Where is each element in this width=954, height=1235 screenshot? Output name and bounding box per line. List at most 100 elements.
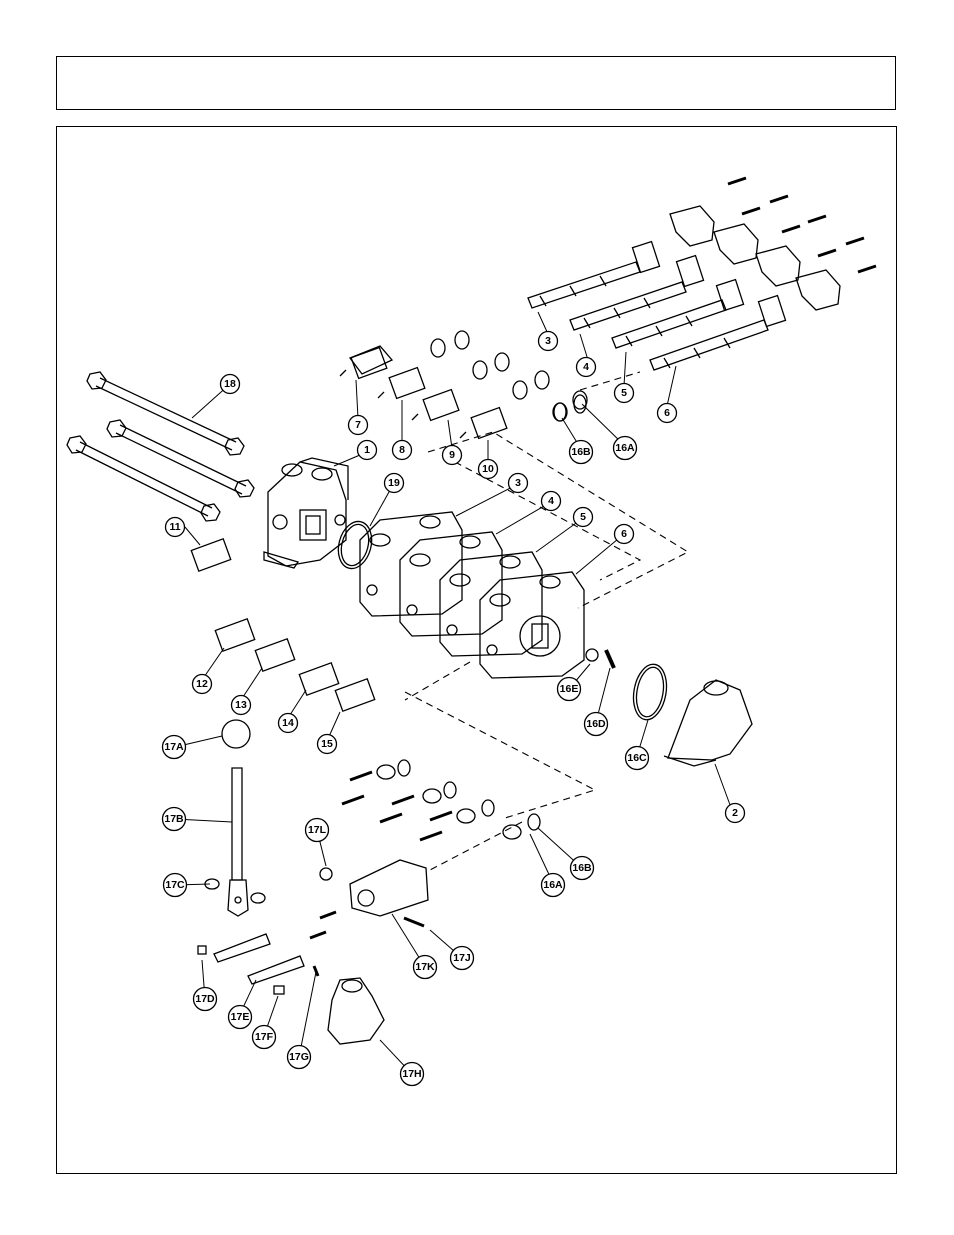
svg-text:4: 4 xyxy=(548,495,554,507)
callout-17J: 17J xyxy=(449,945,475,971)
callout-5b: 5 xyxy=(572,506,594,528)
callout-4: 4 xyxy=(575,356,597,378)
spool xyxy=(649,294,787,371)
svg-text:3: 3 xyxy=(545,335,551,347)
spools xyxy=(527,240,787,371)
callout-7: 7 xyxy=(347,414,369,436)
valve-section xyxy=(439,551,543,657)
valve-section xyxy=(479,571,585,679)
svg-text:17G: 17G xyxy=(289,1051,309,1063)
svg-text:17D: 17D xyxy=(195,993,215,1005)
inlet-body xyxy=(263,457,349,569)
svg-text:14: 14 xyxy=(282,717,294,729)
cartridge-valve xyxy=(339,345,394,380)
tie-rods xyxy=(66,371,255,522)
tie-rod xyxy=(66,435,221,522)
svg-text:17H: 17H xyxy=(402,1068,421,1080)
svg-text:16C: 16C xyxy=(627,752,647,764)
callout-17B: 17B xyxy=(161,806,187,832)
spool xyxy=(569,254,705,331)
callout-6: 6 xyxy=(656,402,678,424)
callout-17G: 17G xyxy=(286,1044,312,1070)
svg-text:9: 9 xyxy=(449,449,455,461)
o-ring xyxy=(632,663,668,721)
svg-text:3: 3 xyxy=(515,477,521,489)
callout-19: 19 xyxy=(383,472,405,494)
svg-text:16B: 16B xyxy=(572,862,592,874)
callout-5: 5 xyxy=(613,382,635,404)
diagram-frame xyxy=(56,126,897,1174)
cap-bolts xyxy=(727,176,877,274)
callout-18: 18 xyxy=(219,373,241,395)
seal-ring xyxy=(553,402,567,422)
callout-17E: 17E xyxy=(227,1004,253,1030)
callout-17F: 17F xyxy=(251,1024,277,1050)
svg-text:6: 6 xyxy=(664,407,670,419)
callout-17A: 17A xyxy=(161,734,187,760)
cartridge-valve xyxy=(459,406,508,440)
svg-text:4: 4 xyxy=(583,361,589,373)
svg-text:16A: 16A xyxy=(543,879,563,891)
svg-text:16D: 16D xyxy=(586,718,606,730)
cartridge-valve xyxy=(377,366,426,400)
callout-13: 13 xyxy=(230,694,252,716)
svg-text:5: 5 xyxy=(621,387,627,399)
valve-sections xyxy=(359,511,585,679)
callout-4b: 4 xyxy=(540,490,562,512)
handle-assembly xyxy=(197,719,429,1045)
svg-text:15: 15 xyxy=(321,738,333,750)
callout-16A: 16A xyxy=(612,435,638,461)
callout-16C: 16C xyxy=(624,745,650,771)
svg-text:17A: 17A xyxy=(164,741,184,753)
handle-knob xyxy=(221,719,251,749)
outlet-cover xyxy=(663,679,753,767)
svg-text:17C: 17C xyxy=(165,879,185,891)
svg-text:18: 18 xyxy=(224,378,236,390)
svg-text:8: 8 xyxy=(399,444,405,456)
spool xyxy=(527,240,661,309)
svg-text:17J: 17J xyxy=(453,952,471,964)
cartridge-valves-lower xyxy=(190,538,376,712)
svg-text:17F: 17F xyxy=(255,1031,274,1043)
handle-seals xyxy=(376,759,541,840)
svg-text:7: 7 xyxy=(355,419,361,431)
valve-section xyxy=(359,511,463,617)
handle-rod xyxy=(231,767,243,881)
callout-6b: 6 xyxy=(613,523,635,545)
svg-text:10: 10 xyxy=(482,463,494,475)
svg-text:17B: 17B xyxy=(164,813,184,825)
callout-17C: 17C xyxy=(162,872,188,898)
link-plate xyxy=(247,955,305,985)
svg-text:11: 11 xyxy=(169,521,180,533)
svg-text:16A: 16A xyxy=(615,442,635,454)
svg-text:16B: 16B xyxy=(571,446,591,458)
plug xyxy=(585,648,599,662)
cartridge-valve xyxy=(411,388,460,422)
callout-17D: 17D xyxy=(192,986,218,1012)
svg-text:13: 13 xyxy=(235,699,247,711)
link-plate xyxy=(213,933,271,963)
seal-rings-upper xyxy=(430,330,588,422)
callout-17H: 17H xyxy=(399,1061,425,1087)
svg-text:17E: 17E xyxy=(231,1011,250,1023)
svg-text:5: 5 xyxy=(580,511,586,523)
tie-rod xyxy=(106,419,255,498)
callout-17L: 17L xyxy=(304,817,330,843)
callouts: 1 2 3 3 4 4 5 5 6 6 7 8 9 10 11 12 13 14… xyxy=(161,330,746,1087)
callout-2: 2 xyxy=(724,802,746,824)
o-ring xyxy=(337,520,373,570)
valve-section xyxy=(399,531,503,637)
callout-9: 9 xyxy=(441,444,463,466)
svg-text:2: 2 xyxy=(732,807,738,819)
callout-17K: 17K xyxy=(412,954,438,980)
callout-12: 12 xyxy=(191,673,213,695)
callout-3b: 3 xyxy=(507,472,529,494)
handle-bracket xyxy=(349,859,429,917)
svg-text:17L: 17L xyxy=(308,824,327,836)
callout-16B-2: 16B xyxy=(569,855,595,881)
callout-16A-2: 16A xyxy=(540,872,566,898)
callout-11: 11 xyxy=(164,516,186,538)
handle-bolts xyxy=(341,770,453,842)
o-ring xyxy=(635,666,665,718)
